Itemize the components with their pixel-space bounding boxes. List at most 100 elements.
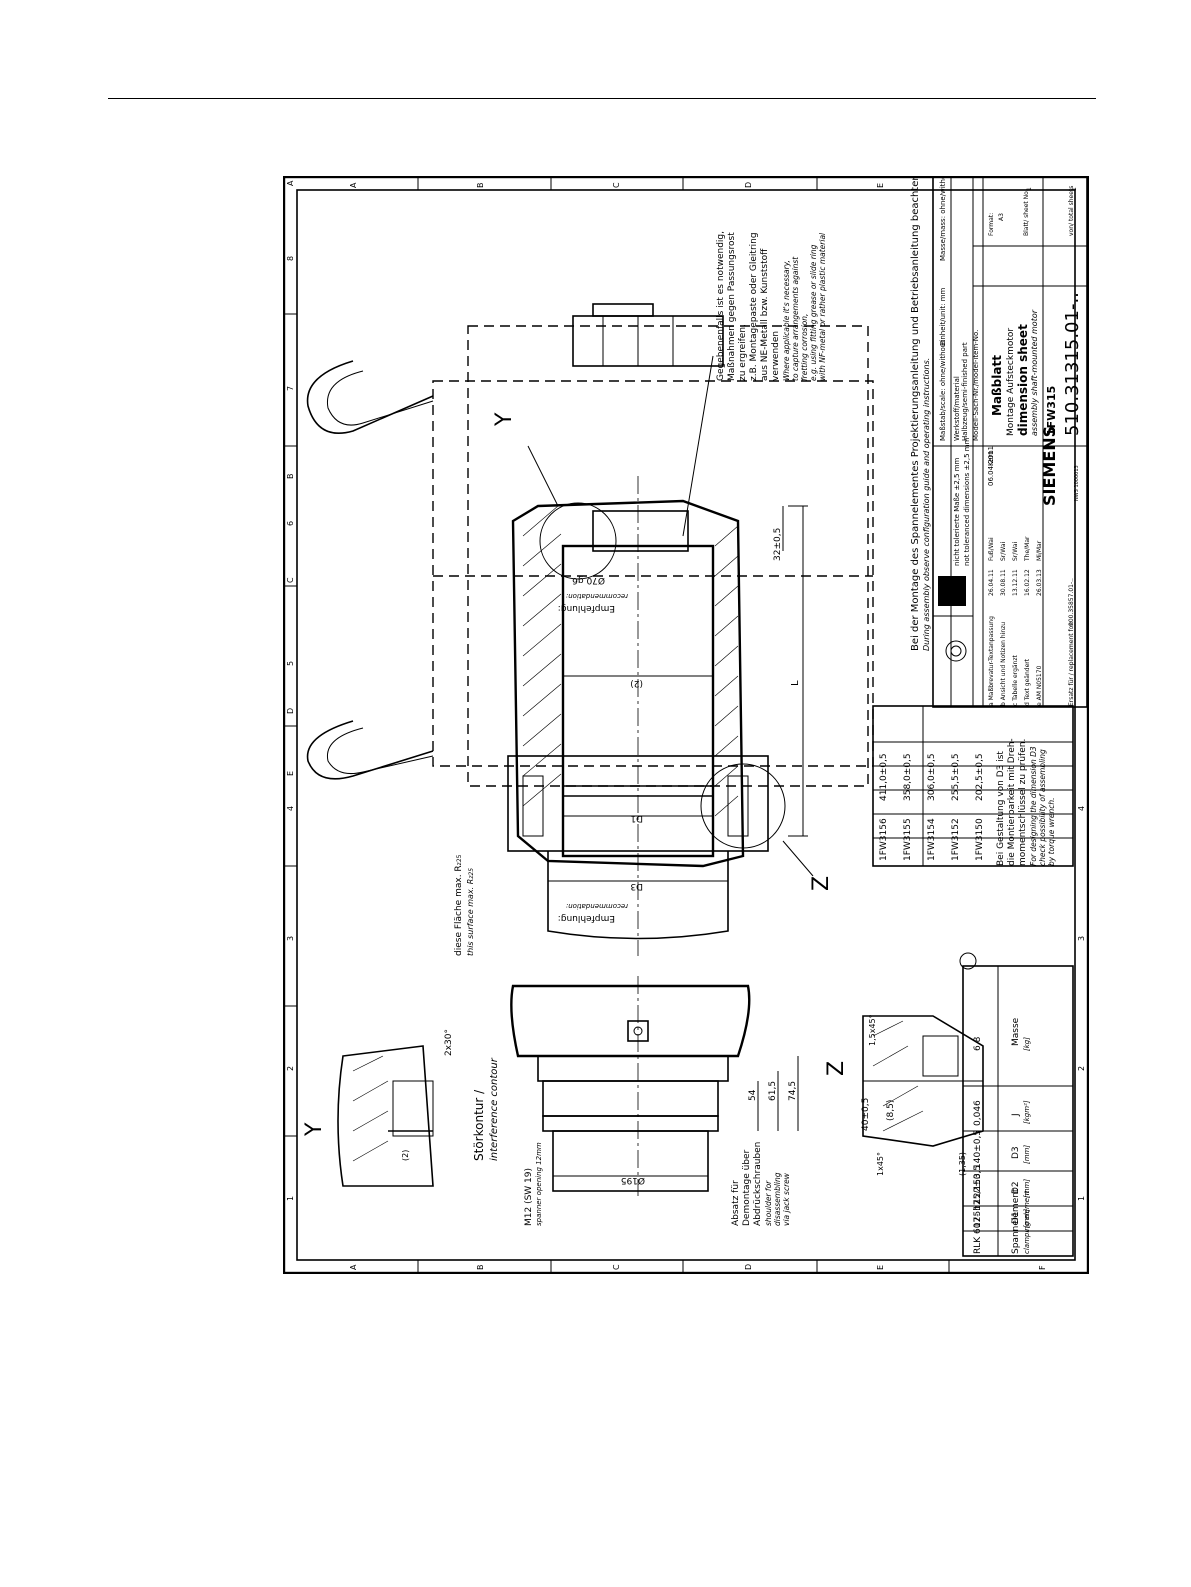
zone-b-top: B: [476, 183, 485, 189]
element-val-3: 140±0,5: [973, 1130, 983, 1169]
element-sub-1: [mm]: [1023, 1209, 1031, 1228]
rev-c-name: Sr/Wai: [1012, 541, 1019, 561]
corrosion-de-3: z.B. Montagepaste oder Gleitring: [749, 232, 759, 381]
corrosion-note: Gegebenenfalls ist es notwendig, Maßnahm…: [716, 231, 781, 381]
corrosion-en-0: Where applicable it's necessary,: [782, 260, 791, 381]
contour-label-de: Störkontur /: [472, 1089, 486, 1161]
corrosion-de-4: aus NE-Metall bzw. Kunststoff: [760, 248, 770, 381]
zone-letters-top: A B C D E: [349, 182, 885, 188]
zone-c-bottom: C: [612, 1264, 621, 1270]
element-sub-0: clamping element: [1023, 1190, 1031, 1254]
motor-housing-outline: [432, 325, 874, 787]
dim-1-5x45: 1,5x45°: [868, 1014, 877, 1046]
zone-letters-bottom: A B C D E F: [349, 1264, 1047, 1270]
lifting-eye-bottom: [306, 720, 434, 780]
rev-e: e AM N05170: [1036, 665, 1043, 706]
dim-d3: D3: [630, 881, 643, 891]
d3-en-2: by torque wrench.: [1047, 797, 1056, 866]
view-y-label: Y: [492, 412, 517, 427]
zone-d-left: D: [286, 708, 295, 714]
rev-b: b Ansicht und Notizen hinzu: [1000, 622, 1007, 706]
shoulder-de-2: Abdrückschrauben: [753, 1142, 763, 1226]
zone-a-left: A: [286, 180, 295, 186]
dim-1x45: 1x45°: [876, 1152, 885, 1176]
motor-row-0-l: 411,0±0,5: [879, 753, 889, 801]
tb-sub-de: Montage Aufsteckmotor: [1006, 328, 1016, 436]
detail-circle-y: [539, 502, 617, 580]
inner-frame: [296, 189, 1076, 1261]
motor-row-1-l: 358,0±0,5: [903, 753, 913, 801]
tb-semi: Halbzeug/semi-finished part: [961, 342, 969, 441]
motor-row-0-type: 1FW3156: [879, 818, 889, 861]
rev-d-name: The/Mar: [1024, 536, 1031, 562]
rev-c: c Tabelle ergänzt: [1012, 654, 1019, 706]
tb-sub-en: assembly shaft-mounted motor: [1030, 309, 1039, 436]
detail-z-label: Z: [824, 1061, 849, 1076]
zone-e-left: E: [286, 771, 295, 776]
element-val-2: 122±0,5: [973, 1165, 983, 1204]
recommend-label-bottom-en: recommendation:: [566, 902, 628, 910]
tb-date1: 06.04.2011: [987, 446, 995, 486]
motor-row-1-type: 1FW3155: [903, 818, 913, 861]
zone-3-b: 3: [1077, 936, 1086, 941]
element-head-2: D2: [1011, 1181, 1021, 1194]
tb-number: 510.31315.01-..: [1062, 292, 1083, 436]
zone-e-bottom: E: [876, 1265, 885, 1270]
tb-sheet: 1: [1026, 187, 1033, 191]
zone-1: 1: [286, 1196, 295, 1201]
tb-sheets: 1: [1071, 187, 1078, 191]
corrosion-de-5: verwenden: [771, 331, 781, 381]
dim-195: Ø195: [621, 1175, 645, 1186]
recommend-label-bottom: Empfehlung:: [558, 913, 615, 923]
outer-frame: [283, 176, 1089, 1274]
zone-5: 5: [286, 661, 295, 666]
lifting-eye-top: [306, 360, 434, 435]
dim-d2: (2): [630, 678, 643, 688]
corrosion-de-1: Maßnahmen gegen Passungsrost: [727, 232, 737, 381]
zone-letters-left: A B C D E: [286, 180, 295, 776]
rev-a-name: Fuß/Wai: [988, 537, 995, 561]
tb-sheet-h: Blatt/ sheet No.: [1023, 189, 1030, 236]
tb-sheets-h: von/ total sheets: [1068, 186, 1075, 236]
zone-d-bottom: D: [744, 1264, 753, 1270]
tb-format: A3: [998, 213, 1005, 221]
zone-c-top: C: [612, 182, 621, 188]
interference-contour-view: [510, 976, 799, 1196]
dim-l: L: [790, 680, 801, 686]
element-val-5: 6,8: [973, 1036, 983, 1051]
surface-note-de: diese Fläche max. Rz25: [454, 854, 464, 956]
element-sub-2: [mm]: [1023, 1179, 1031, 1198]
corrosion-note-en: Where applicable it's necessary, to capt…: [782, 232, 827, 381]
corrosion-de-2: zu ergreifen,: [738, 324, 748, 381]
corrosion-de-0: Gegebenenfalls ist es notwendig,: [716, 231, 726, 381]
rev-a-date: 26.04.11: [988, 569, 995, 596]
dim-54: 54: [748, 1089, 758, 1101]
surface-note-en: this surface max. Rz25: [466, 868, 475, 956]
view-z-label: Z: [809, 876, 834, 891]
element-val-1: 125h7: [973, 1199, 983, 1228]
dim-line-l: [788, 505, 808, 837]
tb-name1: Kern: [987, 450, 995, 466]
zone-4-b: 4: [1077, 806, 1086, 811]
element-sub-5: [kg]: [1023, 1037, 1031, 1051]
mounting-note-en: During assembly observe configuration gu…: [922, 358, 931, 651]
tb-mass: Masse/mass: ohne/without: [939, 176, 947, 261]
motor-row-2-l: 306,0±0,5: [927, 753, 937, 801]
motor-row-2-type: 1FW3154: [927, 818, 937, 861]
zone-6: 6: [286, 521, 295, 526]
zone-numbers-left: 1 2 3 4 5 6 7 8: [286, 256, 295, 1201]
corrosion-en-4: with NF-metal or rather plastic material: [818, 232, 827, 381]
recommend-label-top-en: recommendation:: [566, 592, 628, 600]
tb-model: Modell-Sach-Nr./model-item-No.: [972, 330, 980, 441]
technical-drawing: A B C D E A B C D E F A B C D E 1 2 3 4 …: [283, 176, 1089, 1274]
zone-a-bottom: A: [349, 1264, 358, 1270]
element-table: RLK 607- 125/153 125h7 122±0,5 140±0,5 0…: [962, 965, 1074, 1257]
element-val-0: RLK 607- 125/153: [973, 1173, 983, 1254]
dim-74-5: 74,5: [788, 1081, 798, 1101]
zone-1-b: 1: [1077, 1196, 1086, 1201]
dim-32: 32±0,5: [773, 528, 783, 561]
tb-replace-h: Ersatz für / replacement for:: [1068, 621, 1075, 706]
motor-row-4-l: 202,5±0,5: [975, 753, 985, 801]
dim-2: (2): [401, 1150, 410, 1161]
tb-brand: SIEMENS: [1040, 426, 1059, 506]
